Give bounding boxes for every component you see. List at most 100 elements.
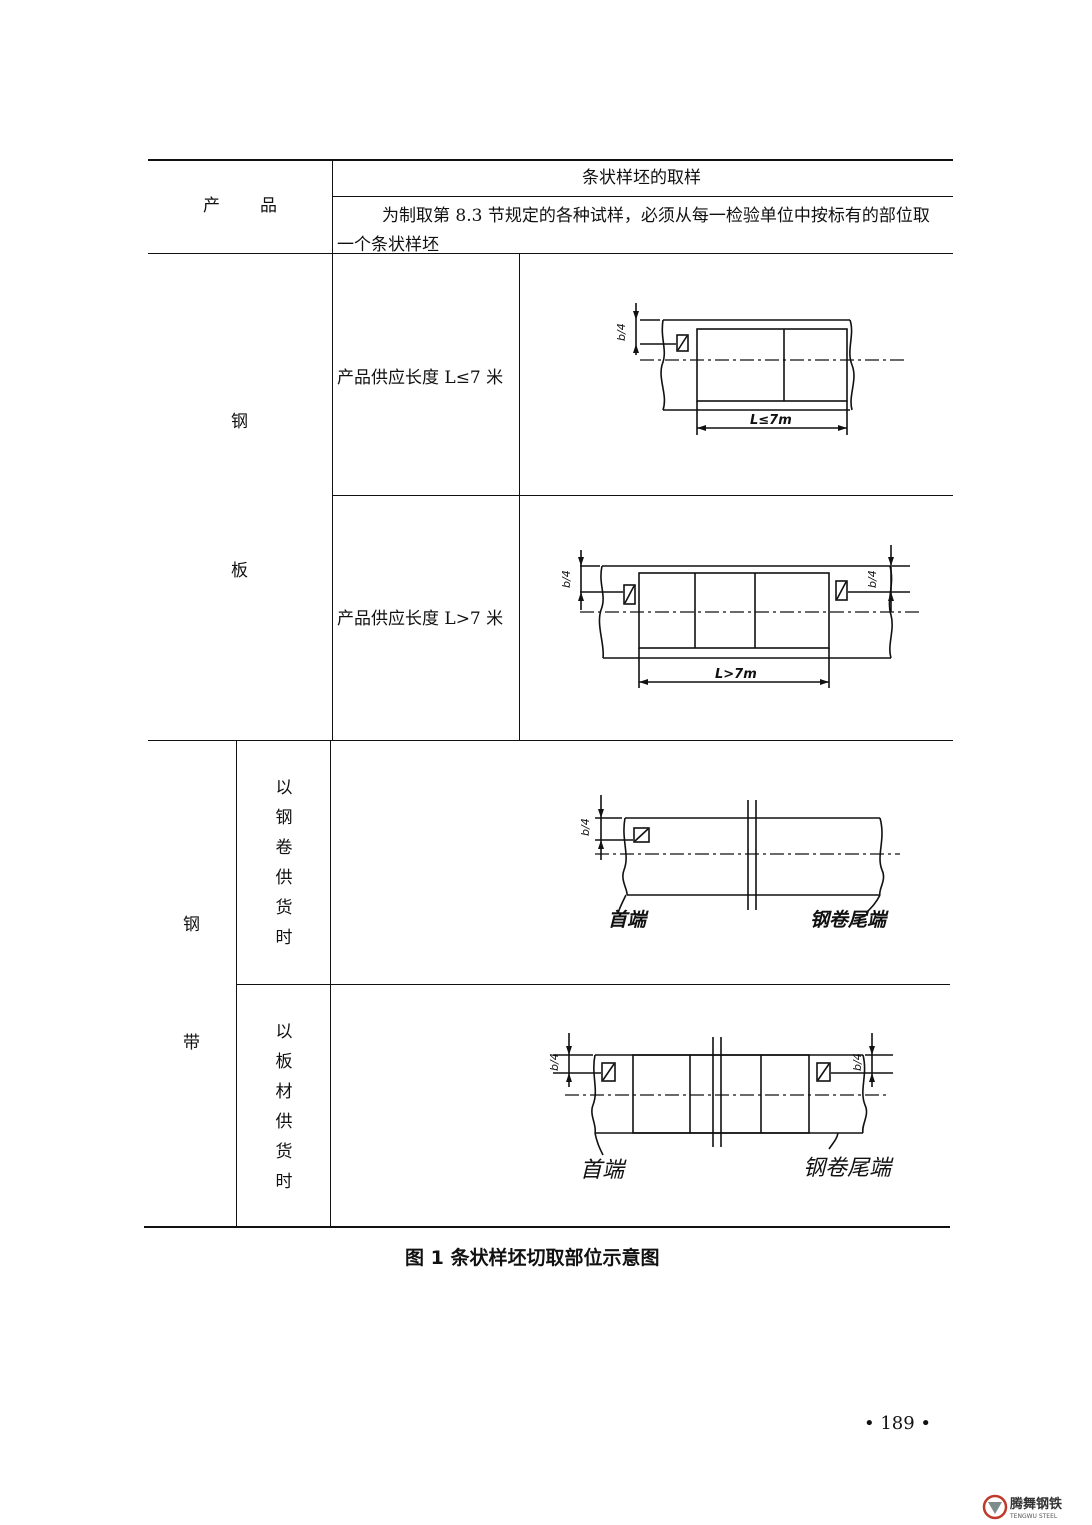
sample-hatch: [602, 1063, 615, 1081]
condition-char: 时: [275, 1172, 293, 1192]
watermark-logo: 腾舞钢铁 TENGWU STEEL: [982, 1493, 1092, 1521]
offset-label: b/4: [560, 570, 573, 588]
strip-tail-break: [878, 817, 885, 896]
condition-char: 材: [275, 1082, 293, 1102]
offset-arrow-down: [633, 311, 639, 320]
blank-outline: [696, 328, 848, 402]
sample-mark-head: [623, 584, 636, 605]
offset-arrow-up: [598, 840, 604, 849]
product-char: 钢: [231, 412, 248, 432]
logo-emblem-icon: [988, 1502, 1002, 1514]
product-char: 钢: [183, 915, 200, 935]
sample-mark-tail: [835, 580, 848, 601]
condition-char: 货: [275, 898, 293, 918]
tail-leader: [865, 894, 881, 914]
condition-char: 钢: [275, 808, 293, 828]
sample-mark: [676, 334, 689, 352]
condition-char: 以: [275, 778, 293, 798]
product-char: 带: [183, 1033, 200, 1053]
sample-hatch: [677, 335, 688, 351]
diagram-plate-long: L>7m b/4 b/4: [560, 545, 923, 688]
tail-leader: [828, 1132, 839, 1150]
dim-label: L>7m: [715, 667, 757, 682]
sample-hatch: [624, 585, 635, 604]
offset-label-right: b/4: [851, 1053, 864, 1071]
product-header: 产 品: [203, 196, 279, 216]
tail-label: 钢卷尾端: [803, 1156, 894, 1181]
offset-label: b/4: [615, 323, 628, 341]
offset-arrow-up-right: [869, 1073, 875, 1082]
logo-brand: 腾舞钢铁: [1009, 1496, 1062, 1512]
dim-arrow-left: [639, 679, 648, 685]
condition-label: 产品供应长度 L>7 米: [337, 609, 504, 629]
condition-char: 板: [275, 1052, 293, 1072]
condition-char: 卷: [275, 838, 293, 858]
instruction-text: 为制取第 8.3 节规定的各种试样，必须从每一检验单位中按标有的部位取一个条状样…: [337, 206, 930, 255]
condition-vertical-coil: 以 钢 卷 供 货 时: [272, 773, 296, 953]
page-number: • 189 •: [864, 1413, 932, 1434]
condition-vertical-plate: 以 板 材 供 货 时: [272, 1017, 296, 1197]
strip-head-break: [591, 1054, 597, 1134]
plate-left-break: [598, 565, 605, 659]
condition-char: 供: [275, 1112, 293, 1132]
sample-hatch: [634, 828, 649, 842]
offset-arrow-up-right: [888, 592, 894, 601]
dim-arrow-right: [820, 679, 829, 685]
offset-label: b/4: [548, 1053, 561, 1071]
dim-label: L≤7m: [750, 413, 792, 428]
sample-mark-head: [601, 1062, 616, 1082]
figure-caption: 图 1 条状样坯切取部位示意图: [405, 1247, 660, 1269]
strip-head-break: [622, 817, 628, 896]
offset-arrow-down: [578, 557, 584, 566]
sample-mark: [633, 827, 650, 843]
offset-arrow-up: [633, 344, 639, 353]
strip-row-divider: [237, 984, 950, 985]
sampling-header: 条状样坯的取样: [582, 168, 701, 188]
tail-label: 钢卷尾端: [810, 909, 889, 931]
head-leader: [617, 894, 627, 914]
offset-arrow-up: [566, 1073, 572, 1082]
plate-row-divider: [333, 495, 953, 496]
head-label: 首端: [580, 1158, 627, 1183]
diagram-strip-coil: 首端 钢卷尾端 b/4: [579, 795, 900, 931]
condition-char: 供: [275, 868, 293, 888]
logo-graphic: 腾舞钢铁 TENGWU STEEL: [982, 1494, 1062, 1520]
offset-arrow-up: [578, 592, 584, 601]
table-bottom-rule: [144, 1226, 950, 1228]
strip-tail-break: [861, 1054, 868, 1134]
condition-char: 以: [275, 1022, 293, 1042]
header-bottom-rule: [148, 253, 953, 254]
plate-left-break: [660, 319, 666, 411]
dim-arrow-right: [838, 425, 847, 431]
offset-label-right: b/4: [866, 570, 879, 588]
blank-outline: [638, 572, 830, 649]
logo-brand-en: TENGWU STEEL: [1009, 1513, 1058, 1520]
logo-ring-icon: [982, 1494, 1008, 1520]
diagram-plate-short: L≤7m b/4: [615, 303, 905, 435]
plate-right-break: [849, 319, 855, 411]
strip-condition-rule: [330, 740, 331, 1227]
table-top-rule: [148, 159, 953, 161]
condition-char: 时: [275, 928, 293, 948]
head-label: 首端: [608, 909, 649, 931]
dim-arrow-left: [697, 425, 706, 431]
sample-hatch: [836, 581, 847, 600]
header-split-rule: [333, 196, 953, 197]
condition-char: 货: [275, 1142, 293, 1162]
condition-column-rule: [519, 253, 520, 740]
strip-product-rule: [236, 740, 237, 1227]
condition-label: 产品供应长度 L≤7 米: [337, 368, 504, 388]
offset-arrow-down-right: [869, 1046, 875, 1055]
product-column-rule: [332, 159, 333, 740]
head-leader: [594, 1132, 604, 1156]
offset-arrow-down-right: [888, 557, 894, 566]
diagram-strip-plate: 首端 钢卷尾端 b/4 b/4: [548, 1033, 894, 1183]
offset-label: b/4: [579, 818, 592, 836]
group-divider: [148, 740, 953, 741]
sample-mark-tail: [816, 1062, 831, 1082]
offset-arrow-down: [598, 809, 604, 818]
offset-arrow-down: [566, 1046, 572, 1055]
sample-hatch: [817, 1063, 830, 1081]
product-char: 板: [231, 561, 248, 581]
